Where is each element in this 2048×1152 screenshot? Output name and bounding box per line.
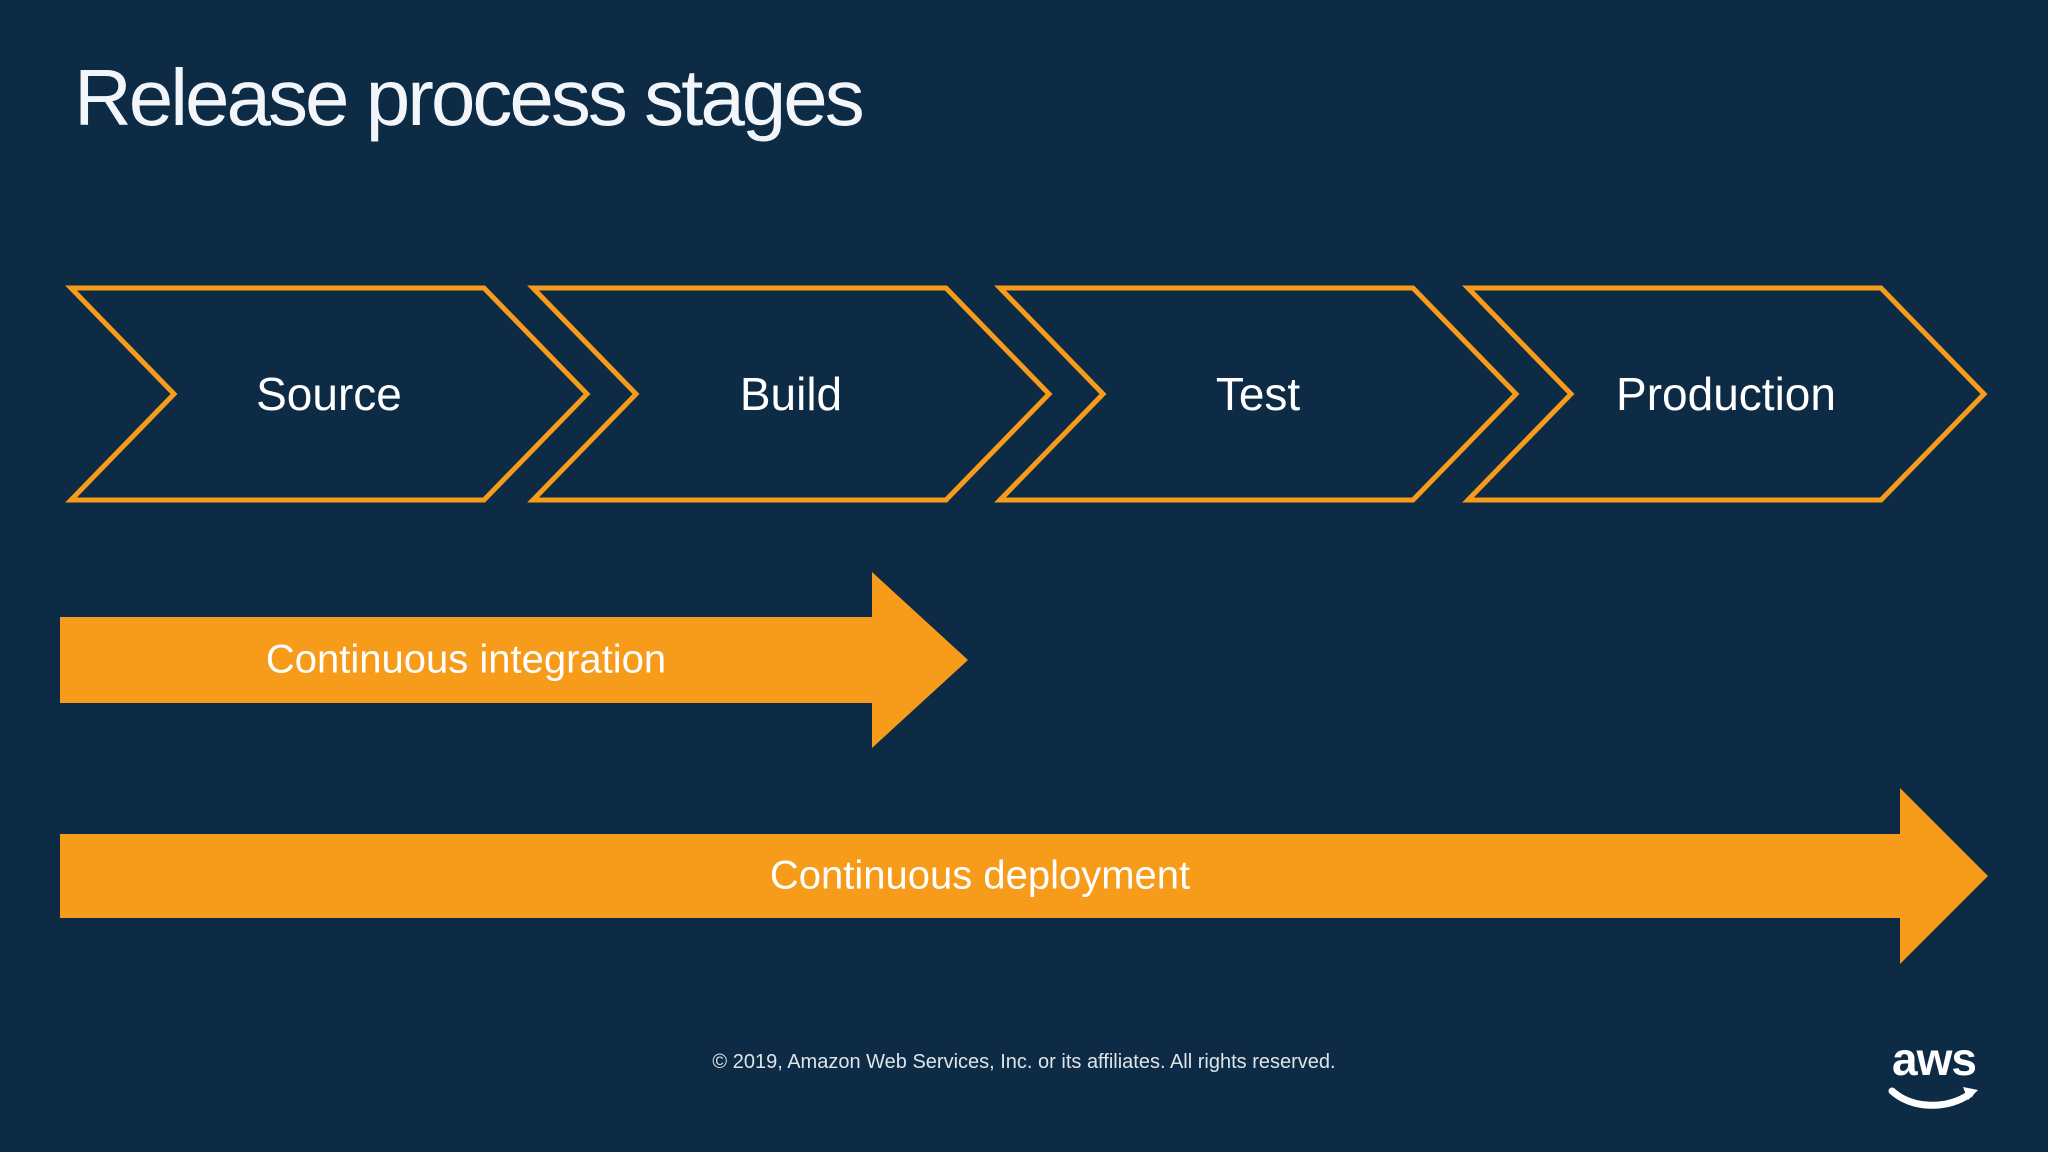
- chevron-test: [994, 285, 1520, 503]
- aws-logo: aws: [1884, 1036, 1984, 1120]
- continuous-integration-arrow: [60, 572, 968, 748]
- chevron-production: [1462, 285, 1988, 503]
- continuous-integration-label: Continuous integration: [265, 637, 667, 682]
- stage-label-build: Build: [739, 368, 843, 420]
- continuous-deployment-arrow: [60, 788, 1988, 964]
- stage-label-source: Source: [256, 368, 402, 420]
- continuous-deployment-label: Continuous deployment: [769, 853, 1191, 898]
- aws-logo-text: aws: [1892, 1033, 1977, 1085]
- stage-label-test: Test: [1215, 368, 1301, 420]
- page-title: Release process stages: [74, 53, 865, 142]
- chevron-source: [65, 285, 591, 503]
- stage-label-production: Production: [1616, 368, 1836, 420]
- copyright-footer: © 2019, Amazon Web Services, Inc. or its…: [712, 1051, 1336, 1073]
- chevron-build: [527, 285, 1053, 503]
- aws-smile-icon: [1888, 1087, 1978, 1109]
